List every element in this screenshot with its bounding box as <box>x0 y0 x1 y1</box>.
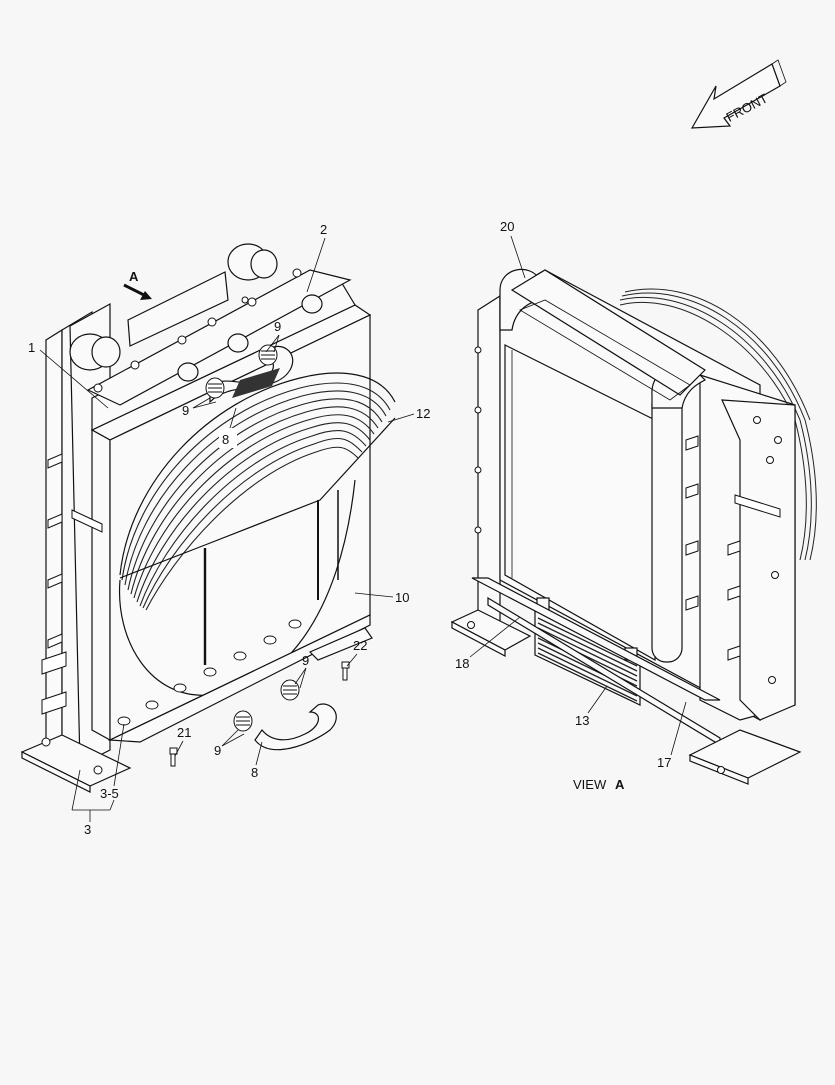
callout-9: 9 <box>214 743 221 758</box>
callout-9: 9 <box>302 653 309 668</box>
callout-2: 2 <box>320 222 327 237</box>
callout-22: 22 <box>353 638 367 653</box>
callout-1: 1 <box>28 340 35 355</box>
view-a-caption-letter: A <box>615 777 625 792</box>
callout-3: 3 <box>84 822 91 837</box>
callout-12: 12 <box>416 406 430 421</box>
callout-21: 21 <box>177 725 191 740</box>
main-radiator-view <box>20 243 396 793</box>
callout-9: 9 <box>182 403 189 418</box>
callout-8: 8 <box>251 765 258 780</box>
view-a-marker-letter: A <box>129 269 139 284</box>
fan-guard <box>118 372 396 696</box>
callout-9: 9 <box>274 319 281 334</box>
view-a-caption-prefix: VIEW <box>573 777 607 792</box>
view-a-arrow-icon: A <box>123 269 152 300</box>
front-direction-arrow-icon: FRONT <box>690 59 787 129</box>
callout-10: 10 <box>395 590 409 605</box>
callout-17: 17 <box>657 755 671 770</box>
callout-13: 13 <box>575 713 589 728</box>
callout-18: 18 <box>455 656 469 671</box>
callout-8: 8 <box>222 432 229 447</box>
clamp-icon <box>205 344 278 399</box>
callouts: 1 2 9 9 8 12 10 22 9 9 8 <box>28 219 687 837</box>
callout-3-5: 3-5 <box>100 786 119 801</box>
callout-20: 20 <box>500 219 514 234</box>
view-a-radiator <box>450 268 817 785</box>
